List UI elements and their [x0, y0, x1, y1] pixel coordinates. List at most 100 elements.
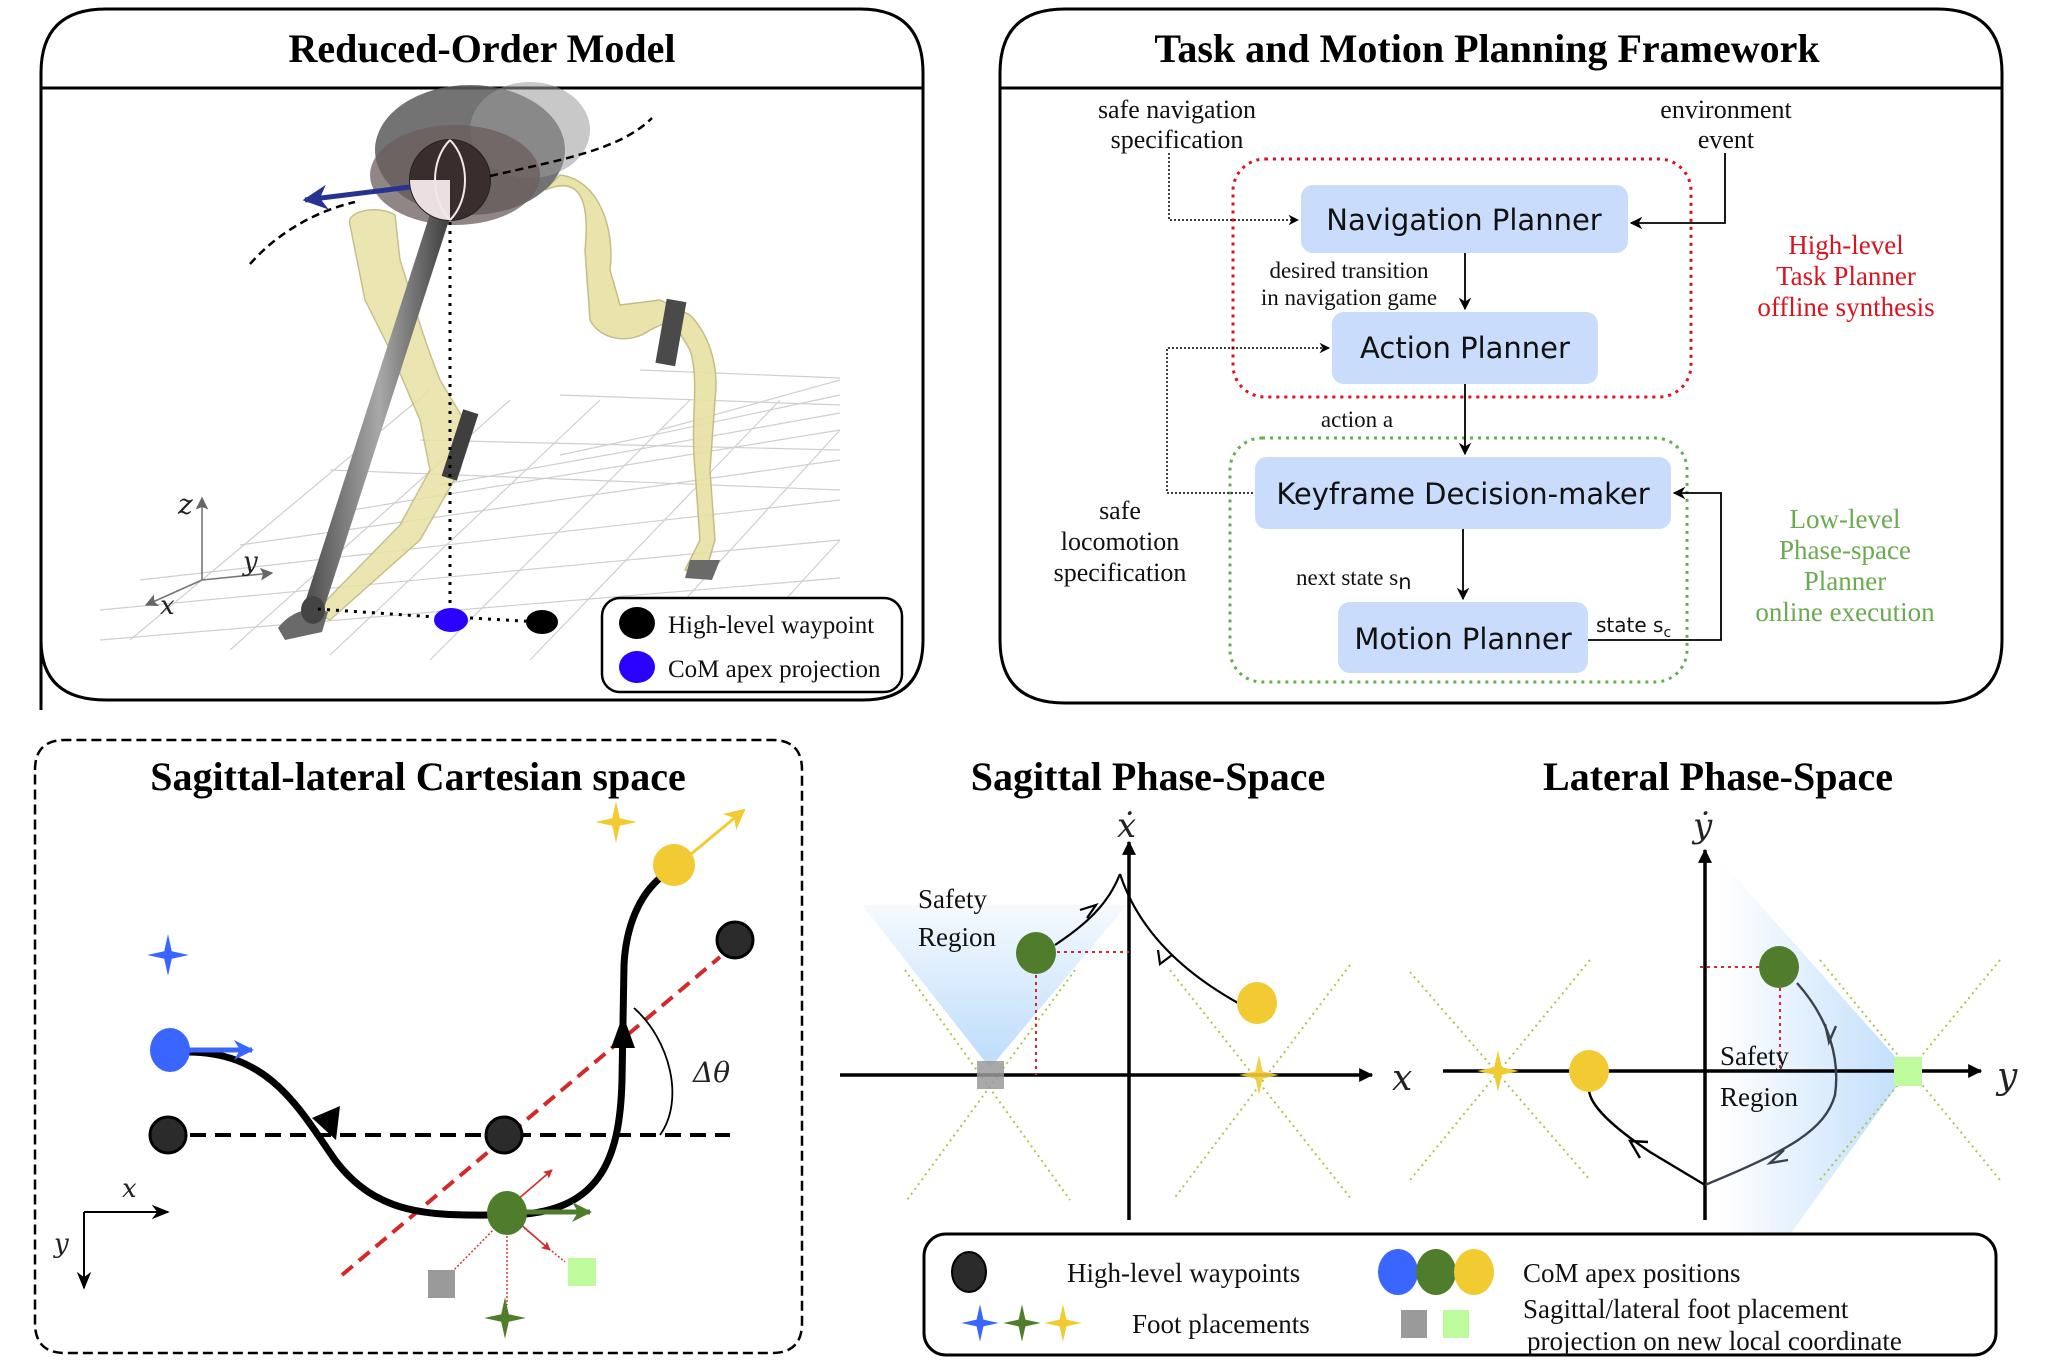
- sagittal-axis-arrow: [516, 1169, 553, 1201]
- next-state-label: next state sn: [1296, 565, 1412, 594]
- legend-waypoint-label: High-level waypoint: [668, 612, 874, 639]
- env-event-line2: event: [1698, 125, 1755, 154]
- y-dot-axis-label: ẏ: [1691, 806, 1713, 846]
- safe-nav-arrow: [1168, 153, 1300, 226]
- safe-nav-spec-line1: safe navigation: [1098, 95, 1256, 124]
- waypoint-marker: [526, 610, 558, 634]
- navigation-planner-node[interactable]: Navigation Planner: [1301, 185, 1628, 253]
- panel-title: Sagittal Phase-Space: [971, 754, 1325, 799]
- com-apex-blue: [150, 1028, 190, 1072]
- com-apex-projection-marker: [434, 608, 468, 632]
- trajectory-down: [1704, 982, 1838, 1187]
- safety-region-line1: Safety: [918, 884, 987, 914]
- com-path: [187, 875, 663, 1219]
- lateral-foot-projection: [1894, 1057, 1922, 1086]
- velocity-arrow: [302, 184, 411, 210]
- waypoint-legend-icon: [951, 1251, 987, 1293]
- action-planner-label: Action Planner: [1360, 331, 1570, 365]
- trajectory-back: [1587, 1089, 1706, 1187]
- x-dot-axis-label: ẋ: [1117, 806, 1136, 846]
- com-yellow-legend-icon: [1454, 1249, 1494, 1295]
- safe-loco-spec-line1: safe: [1099, 496, 1141, 525]
- trajectory-arrowhead: [1627, 1139, 1649, 1159]
- sagittal-projection-square: [428, 1270, 455, 1298]
- safety-region-line2: Region: [918, 922, 996, 952]
- trajectory-arrowhead: [1766, 1149, 1789, 1165]
- panel-title: Sagittal-lateral Cartesian space: [150, 754, 685, 799]
- foot-placement-blue-icon: [147, 934, 189, 976]
- com-to-waypoint-line: [469, 616, 541, 624]
- motion-planner-node[interactable]: Motion Planner: [1338, 602, 1588, 673]
- safe-loco-spec-line3: specification: [1054, 558, 1187, 587]
- svg-text:Low-level: Low-level: [1790, 504, 1901, 534]
- waypoint-1: [148, 1115, 188, 1155]
- waypoint-2: [484, 1115, 524, 1155]
- panel-title: Reduced-Order Model: [289, 26, 676, 71]
- panel-border: [33, 738, 804, 1355]
- foot-to-com-line: [317, 607, 451, 620]
- trajectory-rise: [1054, 873, 1122, 946]
- trajectory-arrowhead: [1156, 949, 1173, 966]
- lateral-square-legend-icon: [1443, 1310, 1469, 1338]
- svg-text:offline synthesis: offline synthesis: [1757, 292, 1934, 322]
- high-level-label: High-level Task Planner offline synthesi…: [1757, 230, 1934, 322]
- y-axis-label: y: [1995, 1056, 2018, 1097]
- low-level-label: Low-level Phase-space Planner online exe…: [1755, 504, 1935, 627]
- lateral-axis-arrow: [517, 1221, 551, 1251]
- com-state-yellow: [1237, 982, 1277, 1024]
- axes-3d: [144, 496, 274, 607]
- env-event-line1: environment: [1660, 95, 1792, 124]
- action-a-label: action a: [1321, 407, 1393, 432]
- action-planner-node[interactable]: Action Planner: [1332, 312, 1598, 384]
- green-state-projection: [1035, 951, 1129, 1075]
- lateral-projection-square: [568, 1258, 596, 1286]
- trajectory-arrowhead: [1079, 902, 1099, 919]
- state-label: state sc: [1596, 613, 1671, 641]
- panel-border: [39, 7, 925, 710]
- waypoint-legend-icon: [619, 607, 655, 639]
- panel-title: Lateral Phase-Space: [1543, 754, 1893, 799]
- trajectory-fall: [1118, 873, 1239, 1004]
- dotted-cross-guides: [1409, 959, 2001, 1181]
- com-apex-green: [487, 1191, 527, 1235]
- legend-foot-label: Foot placements: [1132, 1309, 1310, 1339]
- com-state-yellow: [1569, 1050, 1609, 1092]
- safe-loco-feedback-arrow: [1166, 342, 1331, 494]
- sagittal-square-legend-icon: [1401, 1310, 1427, 1338]
- x-axis-label: x: [1392, 1058, 1412, 1099]
- foot-projection-lines: [451, 1222, 566, 1305]
- axis-label-y: y: [242, 547, 258, 577]
- foot-placement-yellow-icon: [1477, 1050, 1519, 1092]
- state-feedback-arrow: [1588, 486, 1722, 641]
- reduced-order-model-panel: Reduced-Order Model: [39, 7, 925, 710]
- com-blue-legend-icon: [1378, 1249, 1418, 1295]
- y-axis-label: y: [53, 1229, 69, 1259]
- panel-border: [998, 7, 2004, 705]
- legend-com-label: CoM apex positions: [1523, 1258, 1741, 1288]
- x-axis-label: x: [122, 1174, 137, 1204]
- yellow-velocity-arrow: [689, 808, 746, 857]
- delta-theta-label: Δθ: [692, 1056, 730, 1089]
- projection-legend-icon: [619, 651, 655, 683]
- com-green-legend-icon: [1416, 1249, 1456, 1295]
- keyframe-decision-maker-node[interactable]: Keyframe Decision-maker: [1255, 457, 1671, 529]
- legend-projection-label: CoM apex projection: [668, 656, 881, 683]
- axis-label-x: x: [160, 591, 175, 621]
- svg-text:online execution: online execution: [1755, 597, 1935, 627]
- com-sphere-icon: [409, 139, 491, 221]
- path-direction-arrow: [611, 1015, 635, 1048]
- desired-transition-line2: in navigation game: [1261, 285, 1437, 310]
- com-state-green: [1016, 932, 1056, 974]
- high-level-group: [1231, 157, 1693, 399]
- green-state-projection: [1700, 966, 1781, 1071]
- legend-border: [922, 1232, 1998, 1357]
- foot-placement-yellow-icon: [595, 801, 637, 843]
- motion-planner-label: Motion Planner: [1354, 622, 1571, 656]
- waypoint-3: [715, 920, 755, 960]
- trajectory-arrowhead: [1823, 1023, 1838, 1046]
- safe-loco-spec-line2: locomotion: [1061, 527, 1179, 556]
- svg-text:Planner: Planner: [1804, 566, 1886, 596]
- dotted-cross-guides: [904, 964, 1353, 1201]
- sagittal-phase-space-panel: Sagittal Phase-Space x ẋ Safety Region: [840, 754, 1412, 1220]
